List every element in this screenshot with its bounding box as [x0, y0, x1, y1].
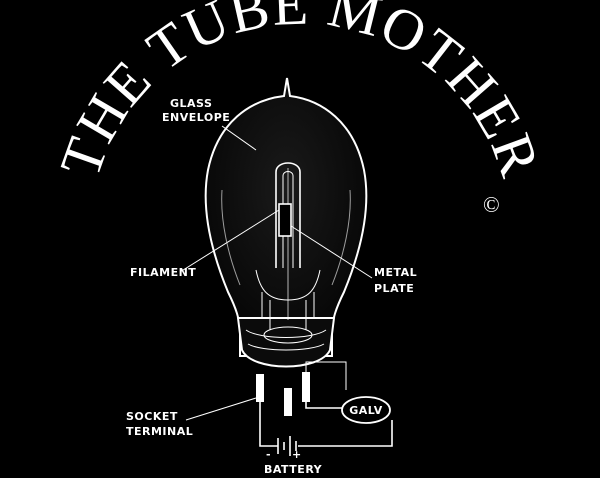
- metal-plate-label-1: METAL: [374, 266, 417, 279]
- glass-envelope-label-2: ENVELOPE: [162, 111, 230, 124]
- socket-terminals: [256, 372, 310, 416]
- socket-base: [236, 317, 336, 368]
- glass-envelope-label-1: GLASS: [170, 97, 212, 110]
- battery-plus: +: [292, 448, 302, 461]
- tube-internals: [255, 269, 321, 344]
- galv-label: GALV: [349, 404, 383, 417]
- socket-terminal-label-2: TERMINAL: [126, 425, 193, 438]
- battery: - + BATTERY: [264, 436, 323, 476]
- copyright-symbol: ©: [483, 192, 501, 217]
- galvanometer: GALV: [341, 396, 391, 424]
- leader-lines: [179, 125, 373, 421]
- socket-terminal-label-1: SOCKET: [126, 410, 178, 423]
- filament: [275, 162, 301, 320]
- metal-plate-label-2: PLATE: [374, 282, 414, 295]
- metal-plate: [278, 203, 292, 237]
- battery-label: BATTERY: [264, 463, 323, 476]
- battery-minus: -: [266, 448, 271, 461]
- filament-label: FILAMENT: [130, 266, 196, 279]
- circuit-wires: [259, 361, 393, 447]
